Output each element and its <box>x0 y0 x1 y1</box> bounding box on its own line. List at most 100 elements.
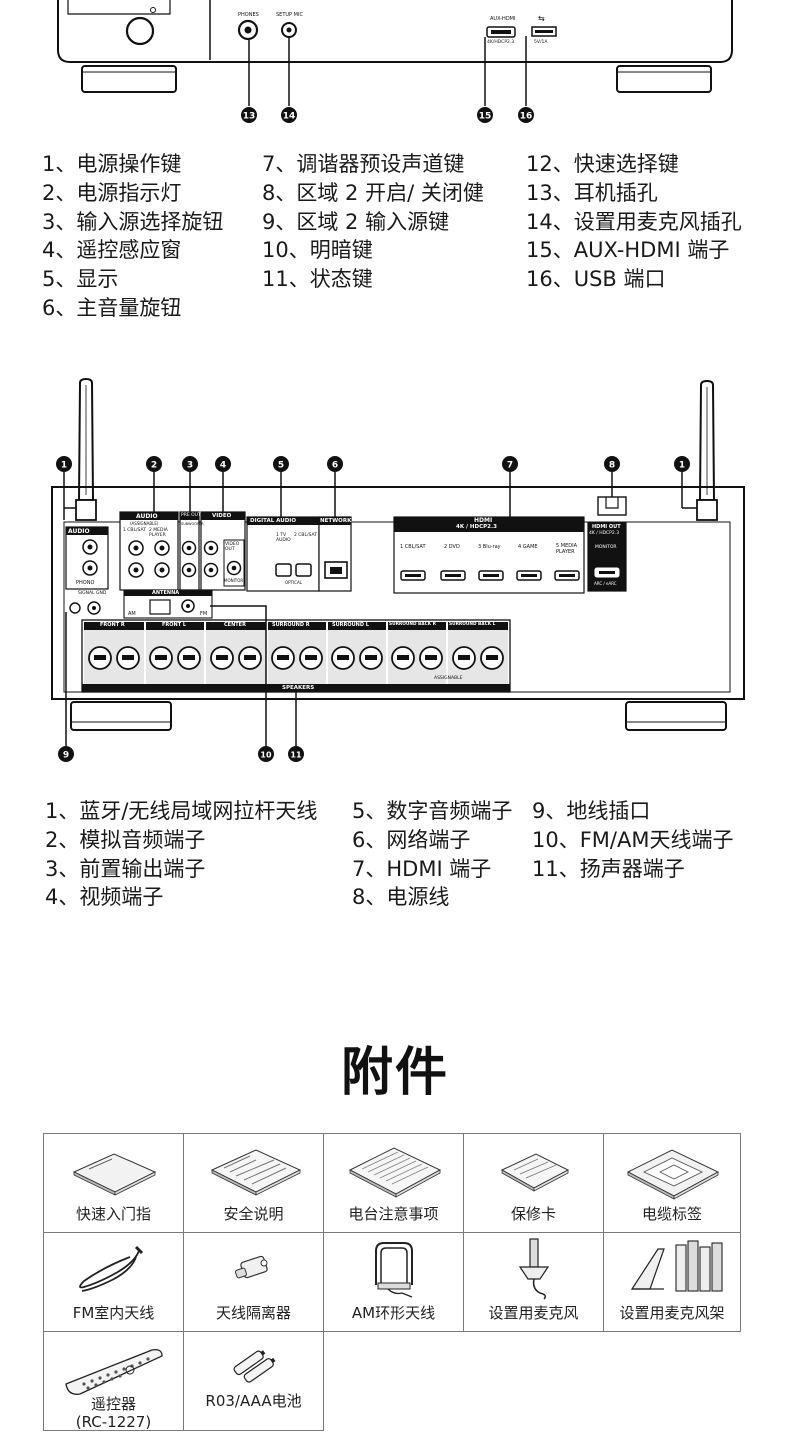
accessory-cell-mic-stand: 设置用麦克风架 <box>603 1232 741 1332</box>
svg-text:11: 11 <box>290 751 302 760</box>
phono-label: PHONO <box>76 580 94 586</box>
front-legend-col2: 7、调谐器预设声道键 8、区域 2 开启/ 关闭健 9、区域 2 输入源键 10… <box>262 150 484 294</box>
hdmi-input-3: 3 Blu-ray <box>478 544 501 550</box>
rear-callout-1-left: 1 <box>55 455 73 473</box>
front-legend-col1: 1、电源操作键 2、电源指示灯 3、输入源选择旋钮 4、遥控感应窗 5、显示 6… <box>42 150 223 323</box>
rear-callout-11: 11 <box>287 745 305 763</box>
video-out-label: VIDEO OUT <box>225 542 243 552</box>
rear-callout-9: 9 <box>57 745 75 763</box>
legend-item: 11、扬声器端子 <box>532 855 733 884</box>
accessory-cell-radio-notes: 电台注意事项 <box>323 1133 464 1233</box>
legend-item: 10、FM/AM天线端子 <box>532 826 733 855</box>
accessory-label: 保修卡 <box>464 1205 603 1224</box>
rear-callout-10: 10 <box>257 745 275 763</box>
legend-item: 7、HDMI 端子 <box>352 855 512 884</box>
setup-mic-label: SETUP MIC <box>276 12 303 18</box>
legend-item: 15、AUX-HDMI 端子 <box>526 236 742 265</box>
svg-text:9: 9 <box>63 751 69 761</box>
rear-callout-7: 7 <box>501 455 519 473</box>
rear-callout-2: 2 <box>145 455 163 473</box>
legend-item: 1、蓝牙/无线局域网拉杆天线 <box>45 797 317 826</box>
svg-text:15: 15 <box>479 112 492 122</box>
front-panel-diagram <box>0 0 790 130</box>
digital-audio-label: DIGITAL AUDIO <box>250 518 296 524</box>
accessory-label: 快速入门指 <box>44 1205 183 1224</box>
legend-item: 3、输入源选择旋钮 <box>42 208 223 237</box>
svg-text:2: 2 <box>151 461 157 471</box>
accessory-label: FM室内天线 <box>44 1304 183 1323</box>
assignable-spk-label: ASSIGNABLE <box>434 676 463 681</box>
front-callout-13: 13 <box>240 106 258 124</box>
subwoofer-label: SUBWOOFER <box>181 522 204 526</box>
svg-text:3: 3 <box>187 461 193 471</box>
accessory-label: 设置用麦克风 <box>464 1304 603 1323</box>
rear-callout-4: 4 <box>214 455 232 473</box>
audio-in-label: AUDIO <box>68 528 90 535</box>
front-callout-14: 14 <box>280 106 298 124</box>
legend-item: 4、遥控感应窗 <box>42 236 223 265</box>
legend-item: 10、明暗键 <box>262 236 484 265</box>
accessory-label: AM环形天线 <box>324 1304 463 1323</box>
am-label: AM <box>128 611 136 617</box>
accessory-cell-am-loop: AM环形天线 <box>323 1232 464 1332</box>
legend-item: 11、状态键 <box>262 265 484 294</box>
usb-sub-label: 5V/1A <box>534 40 547 45</box>
hdmi-out-sub-label: 4K / HDCP2.3 <box>589 531 619 536</box>
rear-legend-col2: 5、数字音频端子 6、网络端子 7、HDMI 端子 8、电源线 <box>352 797 512 912</box>
front-r-label: FRONT R <box>100 622 125 628</box>
batteries-icon <box>184 1332 325 1432</box>
svg-text:7: 7 <box>507 461 513 471</box>
legend-item: 6、主音量旋钮 <box>42 294 223 323</box>
accessory-cell-safety: 安全说明 <box>183 1133 324 1233</box>
speakers-label: SPEAKERS <box>282 685 314 691</box>
front-legend-col3: 12、快速选择键 13、耳机插孔 14、设置用麦克风插孔 15、AUX-HDMI… <box>526 150 742 294</box>
center-label: CENTER <box>224 622 246 628</box>
accessory-sublabel: (RC-1227) <box>44 1413 183 1432</box>
assignable-label: (ASSIGNABLE) <box>130 521 158 526</box>
legend-item: 2、模拟音频端子 <box>45 826 317 855</box>
front-callout-16: 16 <box>517 106 535 124</box>
front-callout-15: 15 <box>476 106 494 124</box>
phones-label: PHONES <box>238 12 259 18</box>
accessory-label: 电缆标签 <box>604 1205 740 1224</box>
aux-hdmi-sub-label: 4K/HDCP2.3 <box>487 40 514 45</box>
hdmi-out-label: HDMI OUT <box>592 524 621 530</box>
legend-item: 9、区域 2 输入源键 <box>262 208 484 237</box>
accessories-grid: 快速入门指 安全说明 电台注意事项 保修卡 <box>43 1133 741 1431</box>
antenna-right <box>697 381 717 520</box>
accessory-cell-warranty: 保修卡 <box>463 1133 604 1233</box>
legend-item: 3、前置输出端子 <box>45 855 317 884</box>
svg-text:5: 5 <box>278 461 284 471</box>
hdmi-input-1: 1 CBL/SAT <box>400 544 426 550</box>
network-label: NETWORK <box>320 518 351 524</box>
front-l-label: FRONT L <box>162 622 186 628</box>
rear-callout-5: 5 <box>272 455 290 473</box>
legend-item: 5、数字音频端子 <box>352 797 512 826</box>
hdmi-monitor-label: MONITOR <box>595 545 617 550</box>
accessory-cell-cable-labels: 电缆标签 <box>603 1133 741 1233</box>
legend-item: 9、地线插口 <box>532 797 733 826</box>
surround-r-label: SURROUND R <box>272 622 310 628</box>
optical-label: OPTICAL <box>285 580 302 585</box>
legend-item: 13、耳机插孔 <box>526 179 742 208</box>
svg-text:4: 4 <box>220 461 226 471</box>
accessory-label: 安全说明 <box>184 1205 323 1224</box>
hdmi-label: HDMI <box>474 517 492 524</box>
legend-item: 6、网络端子 <box>352 826 512 855</box>
accessory-label: 电台注意事项 <box>324 1205 463 1224</box>
accessory-cell-remote: 遥控器 (RC-1227) <box>43 1331 184 1431</box>
antenna-left <box>76 379 96 520</box>
accessory-label: 遥控器 <box>44 1395 183 1414</box>
hdmi-input-2: 2 DVD <box>444 544 460 550</box>
svg-text:10: 10 <box>260 751 272 760</box>
accessory-cell-setup-mic: 设置用麦克风 <box>463 1232 604 1332</box>
tv-audio-label: 1 TV AUDIO <box>276 533 294 543</box>
rear-panel-diagram <box>0 375 790 775</box>
legend-item: 7、调谐器预设声道键 <box>262 150 484 179</box>
svg-text:14: 14 <box>283 112 296 122</box>
audio-assignable-label: AUDIO <box>136 513 158 520</box>
hdmi-input-5: 5 MEDIA PLAYER <box>556 544 582 555</box>
rear-callout-6: 6 <box>326 455 344 473</box>
antenna-label: ANTENNA <box>152 590 179 596</box>
rear-callout-1-right: 1 <box>673 455 691 473</box>
